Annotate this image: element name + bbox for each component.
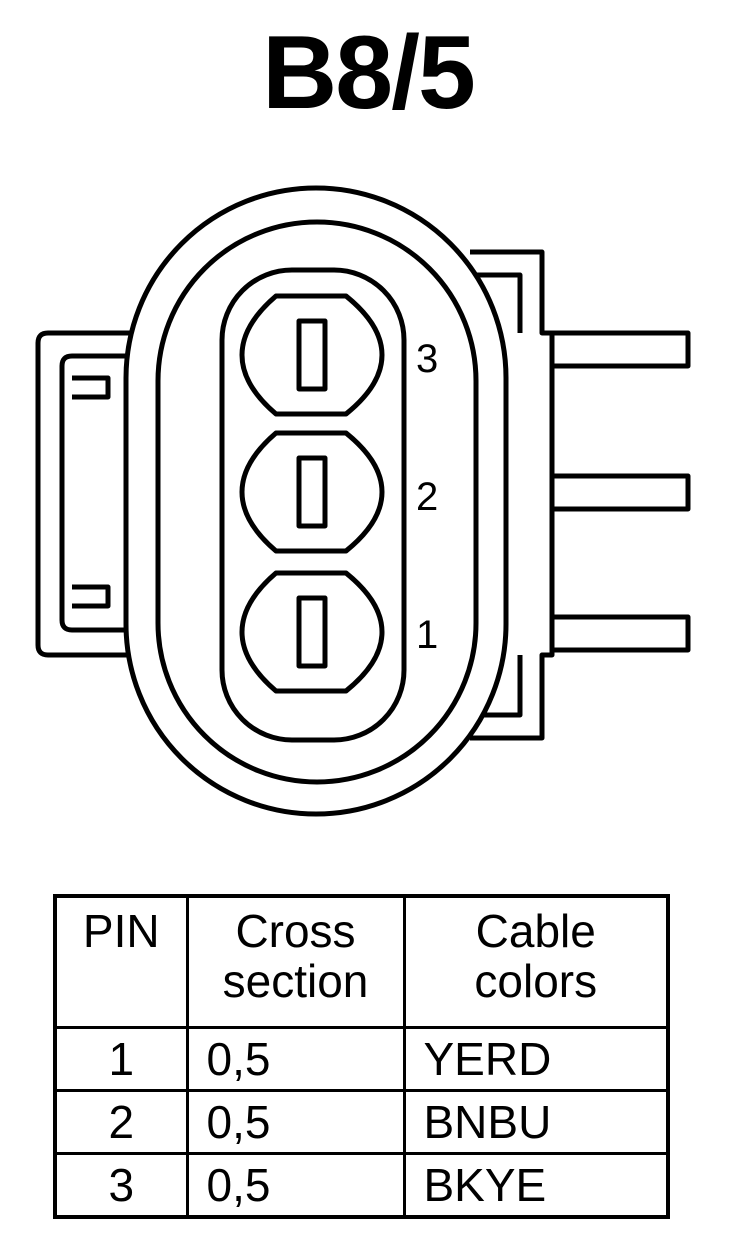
latch-bar-bottom: [72, 584, 111, 609]
connector-diagram: 3 2 1: [35, 185, 691, 817]
table-row: 2 0,5 BNBU: [53, 1089, 670, 1155]
left-latch: [35, 330, 168, 658]
terminal-3: [549, 330, 691, 369]
outer-body: [123, 185, 509, 817]
pin-table: PIN Cross section Cable colors 1 0,5 YER…: [53, 894, 670, 1219]
pin-number: 1: [53, 1026, 189, 1092]
pin-slot-2: [296, 455, 328, 529]
header-pin: PIN: [53, 894, 189, 1029]
mid-body: [155, 219, 479, 785]
cross-section-value: 0,5: [185, 1152, 406, 1219]
terminal-1: [549, 614, 691, 653]
terminal-2: [549, 473, 691, 512]
cable-color-value: BNBU: [402, 1089, 670, 1155]
header-cross-section: Cross section: [185, 894, 406, 1029]
header-cable-colors: Cable colors: [402, 894, 670, 1029]
pin-slot-1: [296, 595, 328, 669]
table-row: 3 0,5 BKYE: [53, 1152, 670, 1219]
pin-socket-1: [239, 570, 385, 694]
cross-section-value: 0,5: [185, 1089, 406, 1155]
pin-label-3: 3: [416, 337, 438, 381]
cable-color-value: BKYE: [402, 1152, 670, 1219]
cross-section-value: 0,5: [185, 1026, 406, 1092]
pin-number: 2: [53, 1089, 189, 1155]
pin-socket-2: [239, 430, 385, 554]
latch-bar-top: [72, 375, 111, 400]
pin-socket-3: [239, 293, 385, 417]
connector-title: B8/5: [262, 15, 476, 131]
right-housing-inner: [470, 272, 523, 718]
pin-slot-3: [296, 318, 328, 392]
left-latch-inner: [59, 353, 168, 633]
inner-cavity: [219, 267, 407, 743]
table-header-row: PIN Cross section Cable colors: [53, 894, 670, 1029]
table-row: 1 0,5 YERD: [53, 1026, 670, 1092]
pin-label-1: 1: [416, 613, 438, 657]
pin-number: 3: [53, 1152, 189, 1219]
pin-label-2: 2: [416, 475, 438, 519]
cable-color-value: YERD: [402, 1026, 670, 1092]
